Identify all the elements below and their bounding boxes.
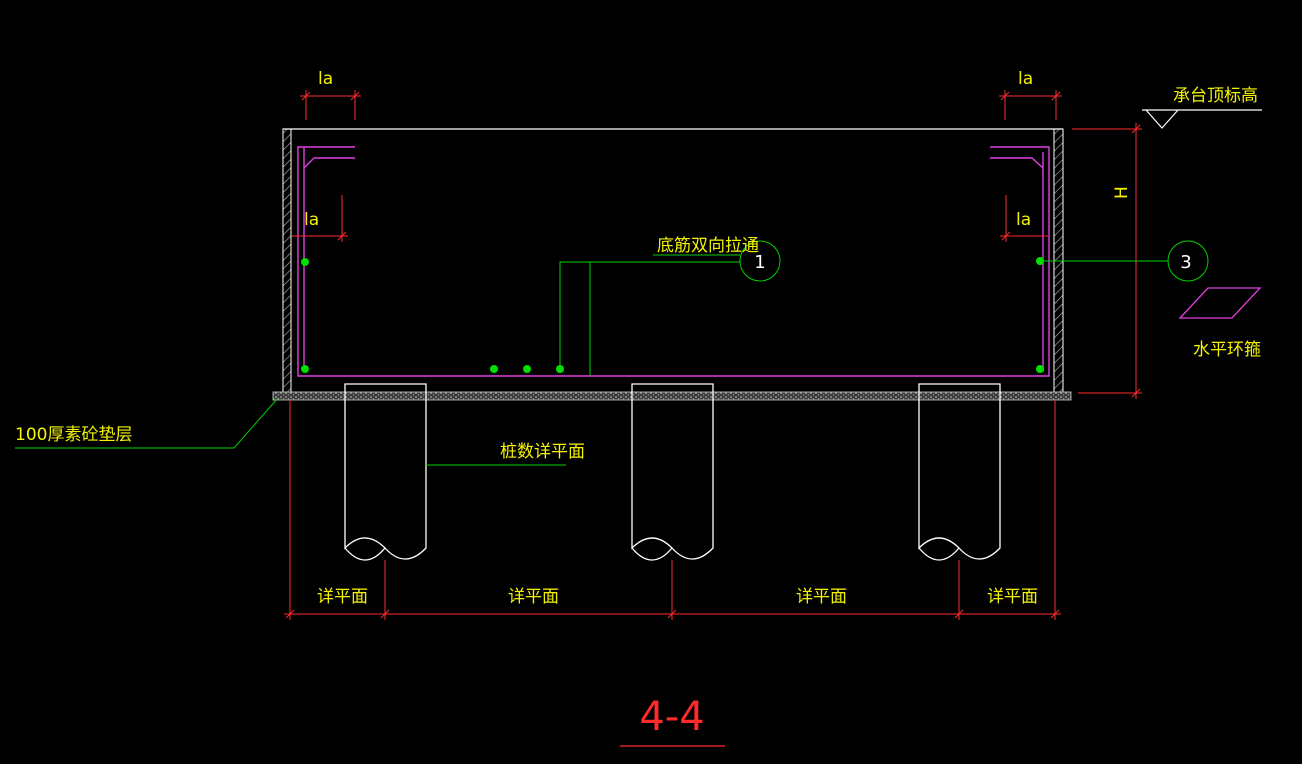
leaders [15,240,1209,466]
left-rebar [297,146,1050,377]
right-hook [990,157,1044,169]
la-top-right-label: la [1018,69,1033,89]
left-wall-hatch [282,128,292,394]
pile-right-break [918,547,960,561]
dimensions [284,90,1142,620]
rebar-dots [301,257,1044,373]
cushion-label: 100厚素砼垫层 [15,425,132,445]
section-title: 4-4 [620,694,725,747]
pile-middle-break [631,547,673,561]
callout-1-circle [739,240,781,282]
callout-3-circle [1167,240,1209,282]
la-top-left-label: la [318,69,333,89]
elevation-symbol [1142,109,1262,129]
horizontal-hoop-label: 水平环箍 [1193,340,1261,360]
bottom-bars-label: 底筋双向拉通 [657,236,759,256]
leader-bottom-bars-a [559,261,740,369]
piles [344,383,1001,561]
la-mid-right-label: la [1016,210,1031,230]
pile-right [918,383,1001,560]
dim-label-2: 详平面 [508,587,559,607]
horizontal-hoop-symbol [1178,287,1262,319]
rebar-dot [490,365,498,373]
cushion-layer [272,391,1072,401]
leader-cushion [15,397,279,449]
labels: la la la la 承台顶标高 H 底筋双向拉通 1 3 水平环箍 100厚… [15,69,1261,607]
left-hook [303,157,355,169]
dim-label-3: 详平面 [796,587,847,607]
callout-1-number: 1 [754,252,765,273]
pile-left-break [344,547,386,561]
rebar-dot [523,365,531,373]
pile-left [344,383,427,560]
pile-cap [272,128,1072,401]
pile-detail-label: 桩数详平面 [500,442,585,462]
rebar-dot [301,258,309,266]
la-mid-left-label: la [304,210,319,230]
cap-top-elevation-label: 承台顶标高 [1173,86,1258,106]
section-title-text: 4-4 [639,694,704,740]
callout-3-number: 3 [1180,252,1191,273]
rebar-dot [1036,365,1044,373]
dim-label-4: 详平面 [987,587,1038,607]
rebar-dot [301,365,309,373]
height-label: H [1112,186,1132,199]
pile-middle [631,383,714,560]
dim-label-1: 详平面 [317,587,368,607]
